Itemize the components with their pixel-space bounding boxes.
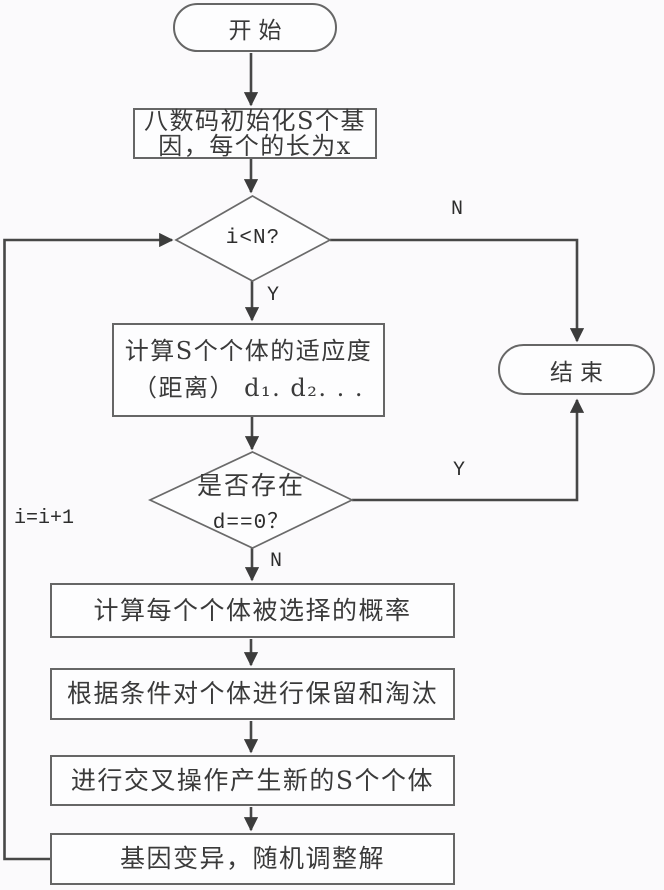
fitness-line1: 计算S个个体的适应度 (124, 337, 373, 365)
selection-probability-label: 计算每个个体被选择的概率 (93, 595, 412, 625)
mutation-process: 基因变异，随机调整解 (50, 833, 455, 885)
loop-condition-text: i<N? (225, 227, 281, 250)
crossover-process: 进行交叉操作产生新的S个个体 (50, 755, 455, 806)
start-label: 开始 (228, 17, 289, 44)
end-label: 结束 (550, 359, 610, 386)
end-terminal: 结束 (498, 344, 655, 395)
crossover-label: 进行交叉操作产生新的S个个体 (70, 765, 435, 795)
edge-mutation-loopback (3, 232, 174, 861)
zero-distance-condition-label: 是否存在 d==0？ (150, 452, 352, 548)
mutation-label: 基因变异，随机调整解 (119, 844, 385, 874)
fitness-process: 计算S个个体的适应度 （距离） d₁. d₂. . . (112, 323, 385, 417)
edge-label-increment: i=i+1 (14, 507, 75, 530)
edge-zerocheck-end-yes (352, 398, 585, 502)
edge-loopcheck-end-no (330, 238, 585, 343)
keep-discard-process: 根据条件对个体进行保留和淘汰 (50, 668, 455, 720)
edge-label-loop-no: N (451, 198, 464, 221)
edge-label-loop-yes: Y (267, 284, 280, 307)
zero-condition-line2: d==0？ (212, 511, 290, 535)
keep-discard-label: 根据条件对个体进行保留和淘汰 (66, 679, 438, 709)
init-line1: 八数码初始化S个基 (144, 106, 366, 135)
init-process: 八数码初始化S个基 因，每个的长为x (133, 108, 377, 159)
edge-label-found-yes: Y (453, 459, 466, 482)
edge-label-found-no: N (270, 550, 283, 573)
fitness-line2: （距离） d₁. d₂. . . (133, 374, 364, 402)
loop-condition-label: i<N? (176, 196, 330, 281)
zero-condition-line1: 是否存在 (196, 470, 305, 500)
selection-probability-process: 计算每个个体被选择的概率 (50, 583, 455, 638)
zero-distance-condition-diamond (147, 451, 354, 549)
loop-condition-diamond (174, 195, 332, 282)
start-terminal: 开始 (173, 3, 337, 52)
init-line2: 因，每个的长为x (158, 131, 352, 160)
